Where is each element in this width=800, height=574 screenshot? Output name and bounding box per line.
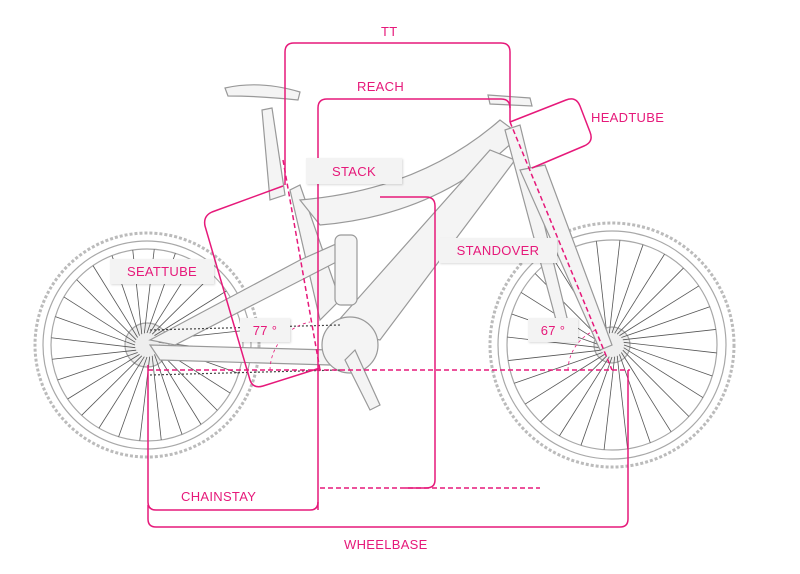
spoke <box>55 316 136 346</box>
tt-label: TT <box>381 24 398 39</box>
spoke <box>603 356 616 450</box>
stack-label: STACK <box>306 158 402 184</box>
spoke <box>154 290 227 336</box>
spoke <box>63 296 136 343</box>
spoke <box>611 244 644 334</box>
front-wheel <box>488 221 736 469</box>
spoke <box>623 341 717 354</box>
spoke <box>540 355 608 423</box>
spoke <box>51 337 136 349</box>
tt-line <box>284 42 511 185</box>
spoke <box>623 347 704 398</box>
spoke <box>619 285 700 336</box>
seattube-line <box>203 185 321 388</box>
spoke <box>507 336 601 349</box>
bike-illustration <box>33 84 736 469</box>
spoke <box>52 349 137 360</box>
frame <box>148 84 613 411</box>
spoke <box>608 240 621 334</box>
spoke <box>619 354 651 443</box>
spoke <box>156 352 202 425</box>
spoke <box>621 306 710 338</box>
seattube-axis <box>282 159 321 371</box>
reach-line <box>317 98 511 510</box>
standover-line <box>380 196 436 489</box>
spoke <box>524 354 605 405</box>
chainstay-line <box>147 365 319 511</box>
spoke <box>623 344 713 377</box>
spoke <box>154 354 183 435</box>
seat-angle-arc <box>269 321 311 371</box>
headtube-label: HEADTUBE <box>591 110 665 125</box>
spoke <box>622 349 690 417</box>
spoke <box>57 352 138 381</box>
spoke <box>616 267 684 335</box>
head-angle-arc <box>567 329 597 371</box>
spoke <box>92 265 138 338</box>
spoke <box>514 352 603 384</box>
spoke <box>98 356 145 429</box>
wheelbase-line <box>147 370 629 528</box>
head-angle-label: 67 ° <box>528 318 578 342</box>
standover-label: STANDOVER <box>439 238 557 263</box>
reach-label: REACH <box>357 79 405 94</box>
spoke <box>596 241 608 335</box>
spoke <box>559 356 610 437</box>
headtube-axis <box>509 121 613 371</box>
seattube-label: SEATTUBE <box>110 259 214 284</box>
seat-angle-label: 77 ° <box>240 318 290 342</box>
spoke <box>621 352 672 433</box>
spoke <box>81 355 143 416</box>
spoke <box>508 349 602 361</box>
spoke <box>151 274 213 335</box>
geometry-lines <box>147 42 630 528</box>
spoke <box>614 253 665 334</box>
spoke <box>151 355 162 440</box>
chainstay-label: CHAINSTAY <box>181 489 257 504</box>
spoke <box>616 355 628 449</box>
spoke <box>76 279 137 341</box>
spoke <box>118 356 148 437</box>
wheelbase-label: WHEELBASE <box>344 537 428 552</box>
headtube-line <box>509 98 592 169</box>
spoke <box>67 354 140 400</box>
spoke <box>580 356 613 446</box>
spoke <box>622 329 716 341</box>
